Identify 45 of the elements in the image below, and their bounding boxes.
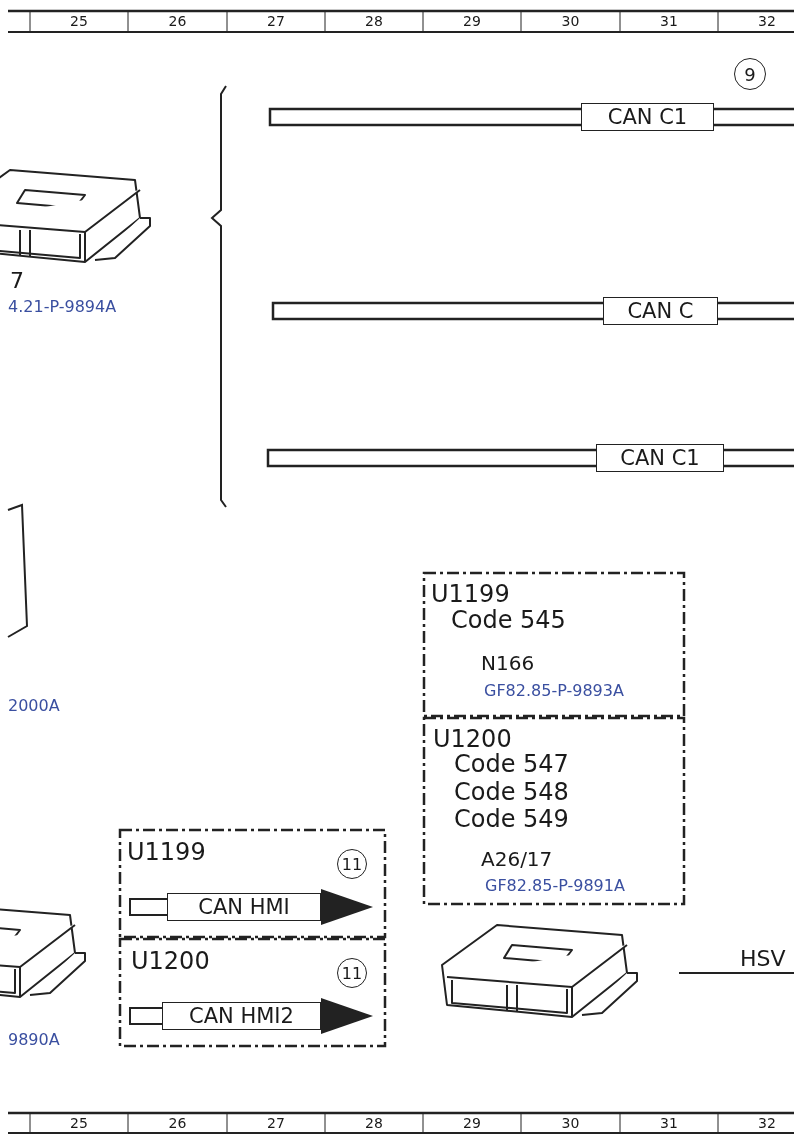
document-reference: 9890A xyxy=(8,1032,60,1048)
grid-number: 26 xyxy=(168,1116,187,1130)
wire-label: HSV xyxy=(740,948,786,970)
code-text: Code 545 xyxy=(451,608,566,632)
grid-number: 28 xyxy=(365,14,383,28)
component-id: 7 xyxy=(10,270,24,292)
code-text: Code 548 xyxy=(454,780,569,804)
bus-label: CAN HMI2 xyxy=(162,1002,321,1030)
grid-number: 31 xyxy=(660,1116,678,1130)
callout-number: 11 xyxy=(337,958,367,988)
grid-number: 28 xyxy=(365,1116,383,1130)
grid-number: 29 xyxy=(463,1116,481,1130)
bus-label: CAN HMI xyxy=(167,893,321,921)
fault-code: U1200 xyxy=(131,949,210,973)
document-reference: GF82.85-P-9893A xyxy=(484,683,624,699)
grid-number: 32 xyxy=(758,1116,776,1130)
fault-code: U1200 xyxy=(433,727,512,751)
document-reference: 2000A xyxy=(8,698,60,714)
module-frame xyxy=(119,938,386,1047)
callout-number: 11 xyxy=(337,849,367,879)
grid-number: 30 xyxy=(561,1116,580,1130)
grid-number: 27 xyxy=(267,14,285,28)
grid-number: 27 xyxy=(267,1116,285,1130)
grid-number: 25 xyxy=(70,1116,88,1130)
component-id: N166 xyxy=(481,653,535,673)
component-id: A26/17 xyxy=(481,849,553,869)
grid-number: 29 xyxy=(463,14,481,28)
bus-label: CAN C1 xyxy=(596,444,724,472)
fault-code: U1199 xyxy=(127,840,206,864)
module-frame xyxy=(423,717,685,905)
code-text: Code 547 xyxy=(454,752,569,776)
document-reference: 4.21-P-9894A xyxy=(8,299,117,315)
bus-label: CAN C1 xyxy=(581,103,714,131)
grid-number: 26 xyxy=(168,14,187,28)
grid-number: 30 xyxy=(561,14,580,28)
grid-number: 32 xyxy=(758,14,776,28)
module-frame xyxy=(423,572,685,717)
callout-number: 9 xyxy=(734,58,766,90)
grid-number: 31 xyxy=(660,14,678,28)
fault-code: U1199 xyxy=(431,582,510,606)
document-reference: GF82.85-P-9891A xyxy=(485,878,625,894)
grid-number: 25 xyxy=(70,14,88,28)
module-frame xyxy=(119,829,386,938)
bus-label: CAN C xyxy=(603,297,718,325)
code-text: Code 549 xyxy=(454,807,569,831)
